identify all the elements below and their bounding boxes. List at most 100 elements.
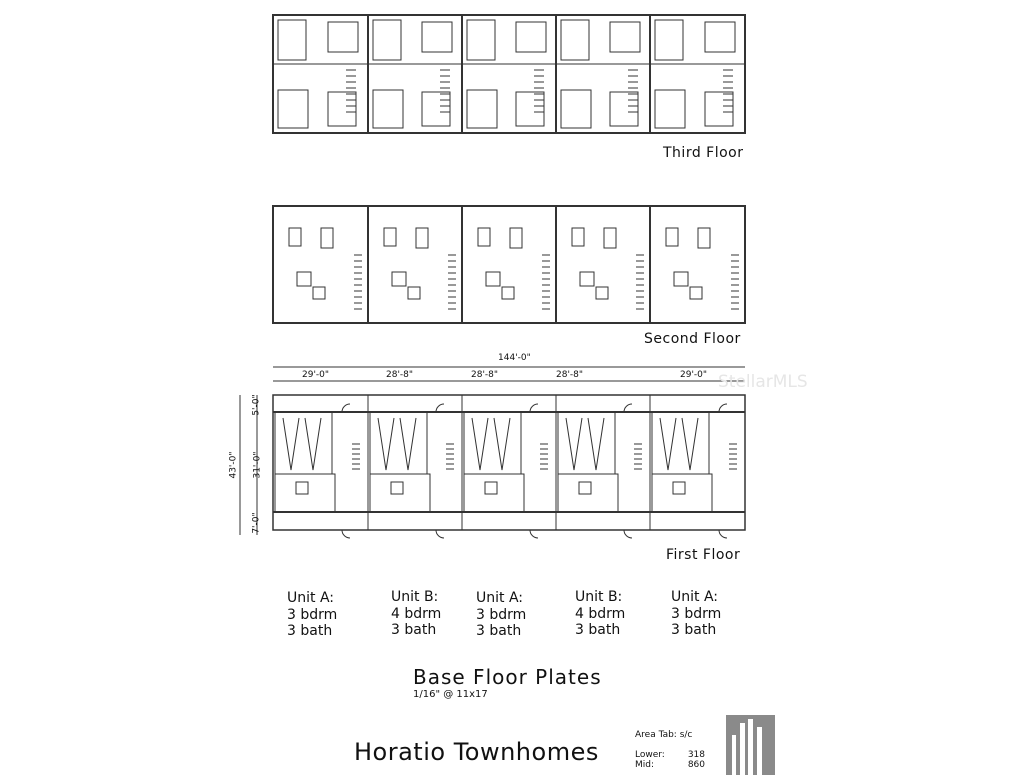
door-swing: [529, 529, 539, 539]
unit-baths: 3 bath: [476, 623, 522, 639]
unit-summary-2: Unit B: 4 bdrm 3 bath: [391, 589, 441, 639]
garage-door-swing: [377, 417, 395, 471]
bathroom: [327, 91, 357, 127]
watermark: StellarMLS: [718, 372, 808, 392]
bedroom: [654, 89, 686, 129]
unit-baths: 3 bath: [391, 622, 437, 638]
garage-door-swing: [565, 417, 583, 471]
bedroom: [274, 473, 336, 513]
project-title: Horatio Townhomes: [354, 738, 599, 766]
kitchen-island: [383, 227, 397, 247]
unit-beds: 3 bdrm: [287, 606, 338, 623]
bedroom: [463, 473, 525, 513]
dim-unit-3: 28'-8": [471, 370, 499, 380]
door-swing: [341, 529, 351, 539]
door-swing: [718, 529, 728, 539]
coffee-table: [312, 286, 326, 300]
area-value: 860: [687, 760, 705, 770]
bedroom: [327, 21, 359, 53]
sheet-scale: 1/16" @ 11x17: [413, 689, 488, 700]
unit-beds: 3 bdrm: [671, 605, 722, 622]
area-value: 318: [687, 750, 705, 760]
bathroom: [704, 91, 734, 127]
door-swing: [529, 403, 539, 413]
bed: [578, 481, 592, 495]
third-floor-outline: [272, 14, 746, 134]
unit-name: Unit A:: [287, 590, 334, 606]
firm-logo: [726, 715, 775, 775]
unit-baths: 3 bath: [575, 622, 621, 638]
dining-table: [415, 227, 429, 249]
bathroom: [609, 91, 639, 127]
bedroom: [557, 473, 619, 513]
dim-depth-front: 5'-0": [251, 394, 262, 416]
dim-unit-1: 29'-0": [302, 370, 330, 380]
unit-summary-5: Unit A: 3 bdrm 3 bath: [671, 589, 721, 639]
unit-baths: 3 bath: [671, 622, 717, 638]
bedroom: [560, 89, 592, 129]
area-label: Lower:: [635, 750, 665, 760]
door-swing: [435, 403, 445, 413]
coffee-table: [689, 286, 703, 300]
dining-table: [697, 227, 711, 249]
unit-name: Unit B:: [391, 589, 439, 605]
coffee-table: [501, 286, 515, 300]
unit-baths: 3 bath: [287, 623, 333, 639]
dining-table: [320, 227, 334, 249]
unit-summary-4: Unit B: 4 bdrm 3 bath: [575, 589, 625, 639]
sofa: [485, 271, 501, 287]
bedroom: [421, 21, 453, 53]
area-tab-title: Area Tab: s/c: [635, 730, 693, 740]
garage-door-swing: [659, 417, 677, 471]
bedroom: [609, 21, 641, 53]
second-floor-label: Second Floor: [644, 331, 741, 347]
bathroom: [515, 91, 545, 127]
coffee-table: [595, 286, 609, 300]
kitchen-island: [665, 227, 679, 247]
door-swing: [341, 403, 351, 413]
garage-door-swing: [587, 417, 605, 471]
bedroom: [466, 89, 498, 129]
garage-door-swing: [681, 417, 699, 471]
bedroom: [560, 19, 590, 61]
dining-table: [603, 227, 617, 249]
unit-beds: 4 bdrm: [575, 605, 626, 622]
sheet-heading: Base Floor Plates: [413, 665, 602, 689]
bedroom: [277, 89, 309, 129]
bed: [672, 481, 686, 495]
coffee-table: [407, 286, 421, 300]
dim-overall: 144'-0": [498, 353, 531, 363]
first-floor-outline: [272, 394, 746, 531]
bed: [484, 481, 498, 495]
dim-unit-5: 29'-0": [680, 370, 708, 380]
garage-door-swing: [399, 417, 417, 471]
kitchen-island: [477, 227, 491, 247]
bedroom: [372, 89, 404, 129]
dim-depth-mid: 31'-0": [252, 451, 263, 479]
dim-depth-rear: 7'-0": [251, 512, 262, 534]
bedroom: [277, 19, 307, 61]
third-floor-label: Third Floor: [663, 145, 744, 161]
second-floor-outline: [272, 205, 746, 324]
sofa: [673, 271, 689, 287]
dim-unit-2: 28'-8": [386, 370, 414, 380]
sofa: [296, 271, 312, 287]
bedroom: [372, 19, 402, 61]
area-label: Mid:: [635, 760, 655, 770]
dim-unit-4: 28'-8": [556, 370, 584, 380]
kitchen-island: [571, 227, 585, 247]
bedroom: [369, 473, 431, 513]
garage-door-swing: [304, 417, 322, 471]
unit-beds: 4 bdrm: [391, 605, 442, 622]
kitchen-island: [288, 227, 302, 247]
unit-name: Unit B:: [575, 589, 623, 605]
bed: [390, 481, 404, 495]
bedroom: [654, 19, 684, 61]
door-swing: [435, 529, 445, 539]
door-swing: [623, 403, 633, 413]
dim-depth-total: 43'-0": [228, 451, 239, 479]
area-row-mid: Mid: 860: [635, 760, 705, 770]
bedroom: [704, 21, 736, 53]
sofa: [579, 271, 595, 287]
garage-door-swing: [471, 417, 489, 471]
